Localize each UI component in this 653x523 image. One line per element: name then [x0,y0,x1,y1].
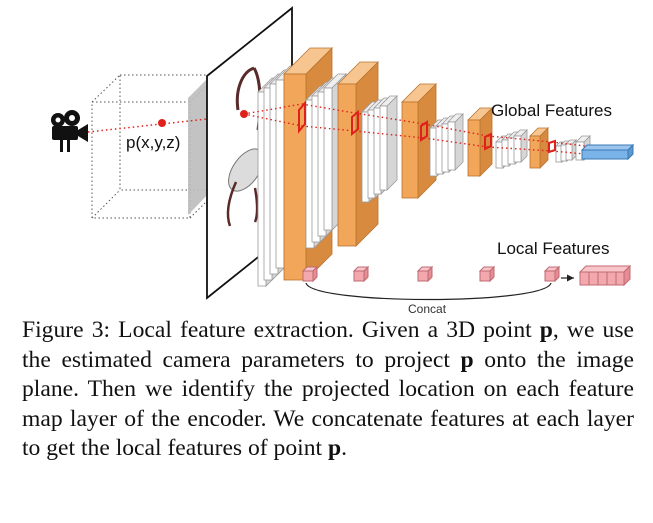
camera-icon [51,110,88,152]
feature-map-slab-24 [513,129,528,163]
local-cube-5 [543,265,561,283]
concat-arc [305,282,552,301]
caption-text-3: onto the image plane. Then we identify t… [22,346,634,462]
figure-caption: Figure 3: Local feature extraction. Give… [22,316,634,464]
local-cube-3 [416,265,434,283]
feature-projection-lines [243,103,586,155]
feature-map-orange-25 [529,127,549,169]
figure-diagram: p(x,y,z) Globa [51,6,635,316]
point-3d-marker [158,119,166,127]
caption-point-symbol-1: p [539,317,553,343]
local-features-label: Local Features [497,239,609,258]
caption-text-2: , we use the estimated camera parameters… [22,317,634,373]
feature-map-slab-28 [565,139,577,161]
global-feature-vector [580,143,635,161]
feature-map-slab-14 [379,95,398,191]
caption-point-symbol-3: p [327,435,342,462]
feature-map-slab-19 [447,113,464,171]
projected-location-markers [298,100,556,154]
local-cube-1 [301,265,319,283]
caption-text-4: . [341,435,347,462]
global-features-label: Global Features [491,101,612,120]
concat-label: Concat [408,302,447,316]
point-label: p(x,y,z) [126,133,180,152]
local-feature-vector [578,264,632,287]
encoder-feature-maps [257,47,591,287]
local-cube-2 [352,265,370,283]
caption-figure-label: Figure 3: [22,317,111,343]
caption-point-symbol-2: p [460,346,474,373]
caption-text-1: Local feature extraction. Given a 3D poi… [118,317,532,343]
feature-map-orange-20 [467,107,493,177]
local-feature-cubes [301,265,561,283]
local-cube-4 [478,265,496,283]
